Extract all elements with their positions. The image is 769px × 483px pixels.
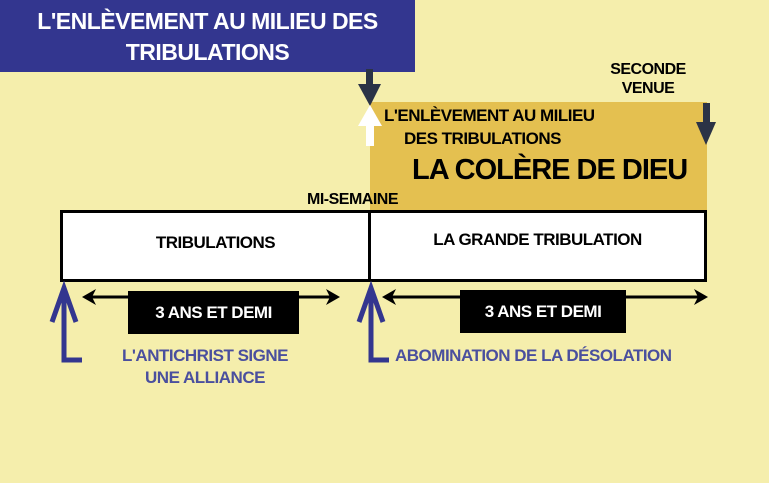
rapture-down-arrow	[358, 69, 381, 106]
covenant-arrow	[49, 280, 82, 363]
second-coming-label: SECONDE VENUE	[590, 60, 706, 98]
abomination-label: ABOMINATION DE LA DÉSOLATION	[395, 346, 672, 365]
period-tribulations: TRIBULATIONS	[155, 233, 276, 252]
rapture-up-arrow	[358, 105, 382, 146]
second-coming-arrow	[696, 103, 716, 145]
abomination-arrow	[356, 280, 389, 363]
duration-badge-2: 3 ANS ET DEMI	[460, 290, 626, 333]
period-great-tribulation: LA GRANDE TRIBULATION	[433, 230, 642, 249]
midweek-label: MI-SEMAINE	[307, 191, 399, 208]
duration-badge-1: 3 ANS ET DEMI	[128, 291, 299, 334]
covenant-line2: UNE ALLIANCE	[145, 368, 265, 387]
second-coming-line1: SECONDE	[610, 61, 686, 78]
covenant-line1: L'ANTICHRIST SIGNE	[122, 346, 289, 365]
title-line1: L'ENLÈVEMENT AU MILIEU DES	[37, 8, 378, 34]
title-line2: TRIBULATIONS	[125, 39, 290, 65]
title-box: L'ENLÈVEMENT AU MILIEU DES TRIBULATIONS	[0, 0, 415, 72]
midweek-divider	[368, 210, 371, 282]
rapture-line1: L'ENLÈVEMENT AU MILIEU	[384, 106, 595, 125]
timeline-box	[60, 210, 707, 282]
second-coming-line2: VENUE	[621, 80, 675, 97]
wrath-label: LA COLÈRE DE DIEU	[412, 154, 688, 186]
rapture-line2: DES TRIBULATIONS	[404, 129, 561, 148]
covenant-label: L'ANTICHRIST SIGNE UNE ALLIANCE	[100, 345, 310, 389]
wrath-of-god-region	[370, 102, 707, 212]
